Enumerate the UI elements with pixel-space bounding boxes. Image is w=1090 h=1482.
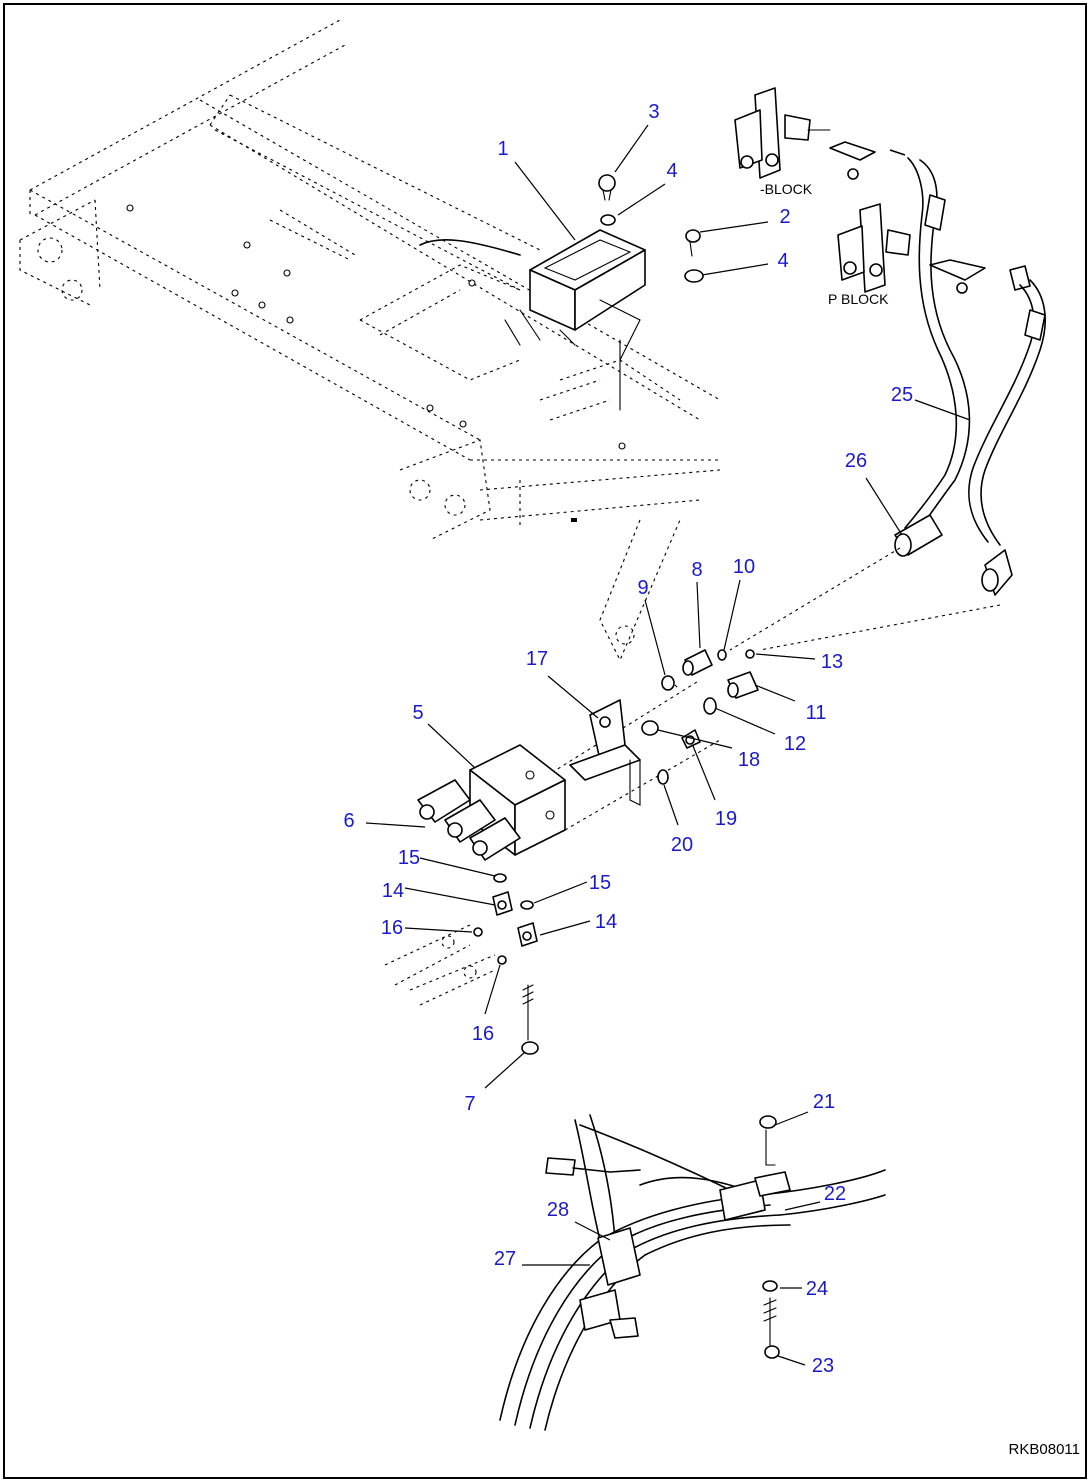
assembly-line-e: [674, 684, 681, 691]
bolt-19: [681, 729, 701, 749]
callout-21: 21: [813, 1091, 835, 1113]
o-ring-10: [717, 649, 727, 661]
adapter-8: [682, 649, 713, 676]
callout-13: 13: [821, 651, 843, 673]
document-code: RKB08011: [1009, 1441, 1080, 1458]
wire-harness-27: [499, 1114, 886, 1431]
callout-11: 11: [806, 702, 827, 724]
o-ring-15-left: [493, 873, 507, 883]
callout-15-right: 15: [589, 872, 611, 894]
valve-block-upper: [734, 87, 906, 180]
callout-16-left: 16: [381, 917, 403, 939]
assembly-line-b: [759, 604, 1001, 651]
washer-4-upper: [600, 214, 616, 226]
callout-14-left: 14: [382, 880, 404, 902]
callout-19: 19: [715, 808, 737, 830]
callout-26: 26: [845, 450, 867, 472]
pin-2: [685, 229, 701, 257]
bolt-23: [763, 1297, 780, 1359]
callout-numbers: 1 2 3 4 4 5 6 7 8 9 10 11 12 13 14 14 15…: [343, 101, 913, 1377]
callout-9: 9: [637, 577, 648, 599]
fitting-14-left: [492, 891, 513, 916]
callout-14-right: 14: [595, 911, 617, 933]
washer-18: [641, 720, 659, 736]
washer-4-lower: [684, 269, 704, 283]
callout-15-left: 15: [398, 847, 420, 869]
o-ring-9: [661, 675, 675, 691]
callout-4-lower: 4: [777, 250, 788, 272]
callout-6: 6: [343, 810, 354, 832]
o-ring-12: [703, 697, 717, 715]
callout-16-right: 16: [472, 1023, 494, 1045]
cable-ends: [384, 924, 496, 1006]
callout-28: 28: [547, 1199, 569, 1221]
assembly-line-d: [564, 739, 721, 831]
callout-5: 5: [412, 702, 423, 724]
chassis-frame: [19, 19, 721, 662]
callout-1: 1: [497, 138, 508, 160]
callout-2: 2: [779, 206, 790, 228]
assembly-line-a: [729, 547, 901, 651]
callout-27: 27: [494, 1248, 516, 1270]
harness-wire: [419, 239, 521, 256]
callout-10: 10: [733, 556, 755, 578]
bracket-17: [569, 699, 641, 806]
sheet-border: [3, 3, 1087, 1479]
hose-25: [904, 157, 1046, 546]
callout-7: 7: [464, 1093, 475, 1115]
washer-24: [762, 1280, 778, 1292]
hose-fitting-26: [894, 514, 1013, 596]
pin-7: [521, 984, 539, 1055]
callout-17: 17: [526, 648, 548, 670]
callout-23: 23: [812, 1355, 834, 1377]
o-ring-13: [745, 649, 755, 659]
callout-25: 25: [891, 384, 913, 406]
callout-20: 20: [671, 834, 693, 856]
clamp-28: [597, 1227, 641, 1286]
callout-22: 22: [824, 1183, 846, 1205]
bolt-21: [759, 1115, 777, 1166]
washer-16-right: [497, 955, 507, 965]
bolt-3: [598, 174, 616, 201]
callout-18: 18: [738, 749, 760, 771]
leader-lines: [365, 124, 971, 1366]
elbow-11: [727, 671, 759, 699]
block-label-upper: -BLOCK: [760, 181, 813, 197]
callout-4-upper: 4: [666, 160, 677, 182]
callout-3: 3: [648, 101, 659, 123]
washer-20: [657, 769, 669, 785]
connector-plug: [545, 1157, 641, 1176]
lever-6: [417, 779, 521, 861]
washer-16-left: [473, 927, 483, 937]
o-ring-15-right: [520, 900, 534, 910]
fitting-14-right: [517, 922, 538, 947]
callout-24: 24: [806, 1278, 828, 1300]
callout-8: 8: [691, 559, 702, 581]
clamp-22: [719, 1171, 791, 1221]
valve-block-p: [837, 203, 1031, 294]
relay-box: [504, 229, 646, 411]
block-label-p: P BLOCK: [828, 291, 889, 307]
callout-12: 12: [784, 733, 806, 755]
